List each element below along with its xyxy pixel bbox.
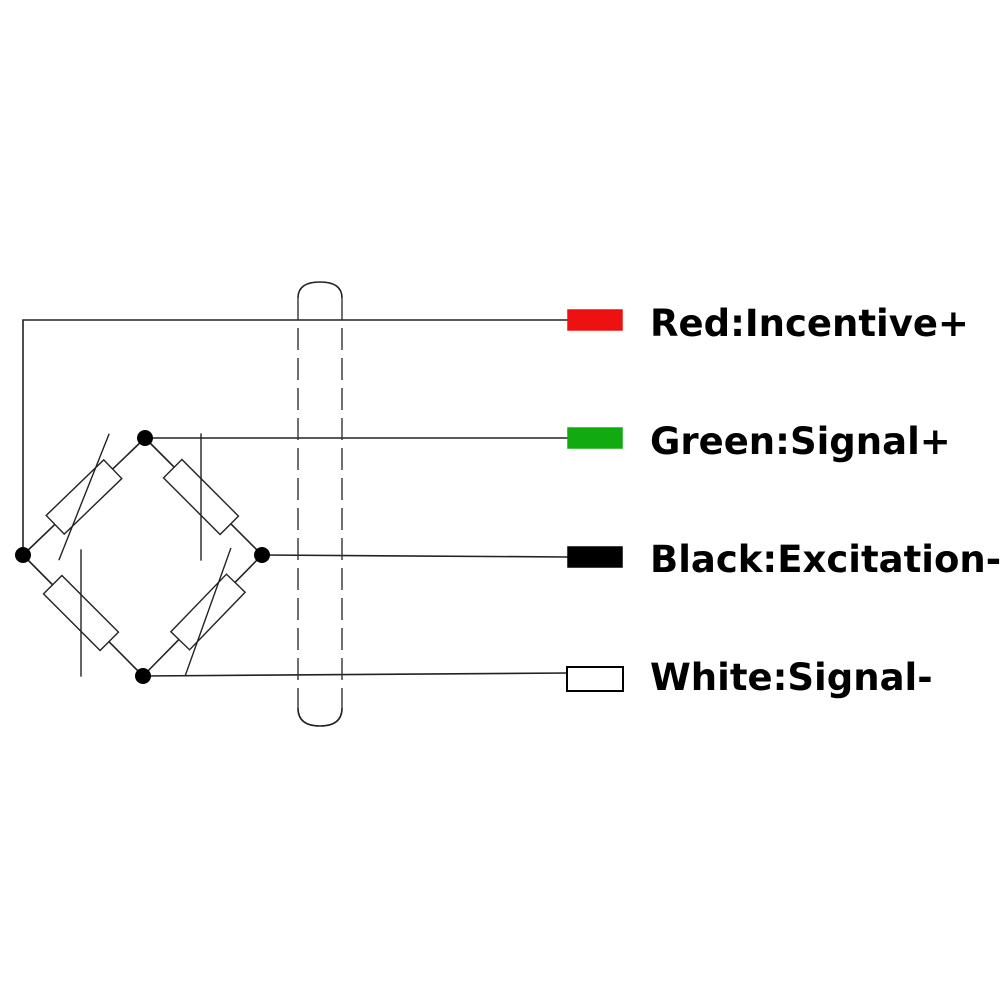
- resistor-top-left: [45, 433, 123, 561]
- lead-wires: [22, 319, 569, 677]
- cable-shield-bottom-cap: [297, 707, 343, 727]
- cable-shield: [297, 281, 343, 727]
- resistor-bottom-right: [169, 547, 247, 677]
- resistor-top-right: [162, 433, 240, 561]
- swatch-white: [566, 666, 624, 692]
- label-black: Black:Excitation-: [650, 538, 1000, 581]
- node-bottom: [135, 668, 151, 684]
- node-top: [137, 430, 153, 446]
- wire-swatches: [566, 309, 624, 692]
- node-left: [15, 547, 31, 563]
- label-red: Red:Incentive+: [650, 302, 969, 345]
- cable-shield-top-cap: [297, 281, 343, 299]
- lead-red: [22, 319, 568, 555]
- label-white: White:Signal-: [650, 656, 933, 699]
- nodes: [15, 430, 270, 684]
- lead-black: [261, 554, 569, 558]
- swatch-black: [567, 546, 623, 568]
- resistor-bottom-left: [42, 549, 120, 677]
- label-green: Green:Signal+: [650, 420, 951, 463]
- wire-labels: Red:Incentive+ Green:Signal+ Black:Excit…: [650, 302, 1000, 699]
- swatch-red: [567, 309, 623, 331]
- bridge: [22, 433, 263, 677]
- node-right: [254, 547, 270, 563]
- lead-white: [142, 672, 569, 677]
- swatch-green: [567, 427, 623, 449]
